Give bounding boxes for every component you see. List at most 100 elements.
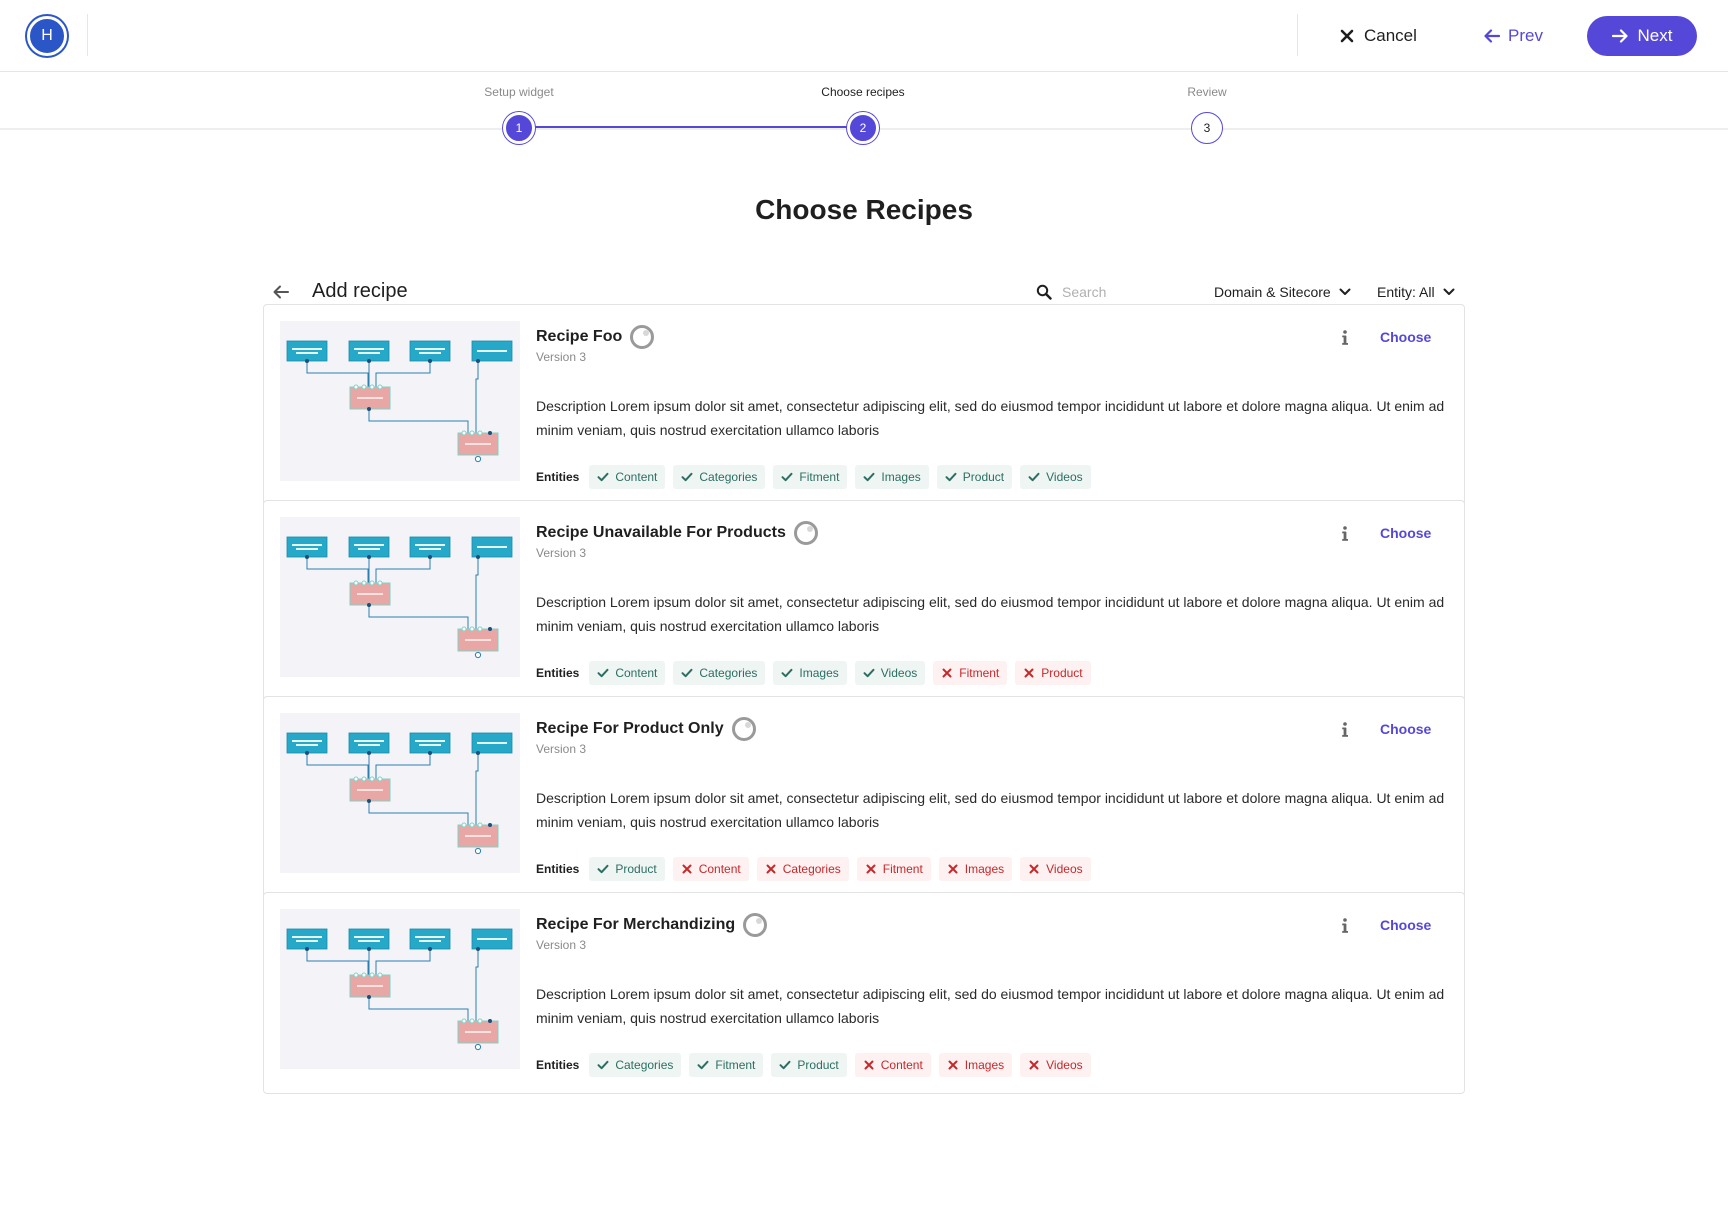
recipe-title-row: Recipe Unavailable For Products [536, 521, 818, 545]
domain-filter-value: Domain & Sitecore [1214, 284, 1331, 300]
entity-tag-label: Images [964, 862, 1005, 876]
loading-spinner-icon [743, 913, 768, 937]
entity-tag-unavailable: Content [854, 1053, 931, 1077]
entity-tag-label: Product [962, 470, 1005, 484]
check-icon [781, 472, 793, 482]
cancel-label: Cancel [1364, 26, 1417, 45]
check-icon [781, 668, 793, 678]
close-icon [1340, 29, 1354, 43]
recipe-description: Description Lorem ipsum dolor sit amet, … [536, 986, 1445, 1026]
entity-tag-label: Product [797, 1058, 839, 1072]
entity-tag-label: Images [799, 666, 839, 680]
entity-tag-unavailable: Videos [1020, 1053, 1091, 1077]
entities-label: Entities [536, 1058, 580, 1072]
entity-tag-available: Content [589, 465, 666, 489]
search-input[interactable] [1062, 284, 1182, 300]
entity-tag-label: Videos [880, 666, 918, 680]
step-number-badge: 3 [1191, 112, 1223, 144]
domain-filter-dropdown[interactable]: Domain & Sitecore [1214, 280, 1351, 304]
back-button[interactable] [270, 282, 292, 302]
entities-label: Entities [536, 862, 580, 876]
recipe-info-button[interactable] [1336, 915, 1354, 937]
recipe-version: Version 3 [536, 938, 587, 952]
recipe-card: Recipe Foo Version 3 Choose Description … [263, 304, 1465, 506]
choose-recipe-button[interactable]: Choose [1380, 329, 1432, 345]
progress-stepper: Setup widget 1 Choose recipes 2 Review 3 [0, 72, 1728, 144]
step-label: Choose recipes [821, 85, 905, 99]
entity-filter-dropdown[interactable]: Entity: All [1377, 280, 1455, 304]
recipe-title-row: Recipe Foo [536, 325, 655, 349]
entity-tag-available: Videos [1020, 465, 1091, 489]
step-label: Review [1187, 85, 1227, 99]
entity-tag-available: Categories [673, 465, 766, 489]
check-icon [597, 1060, 609, 1070]
info-icon [1342, 722, 1348, 737]
choose-recipe-button[interactable]: Choose [1380, 721, 1432, 737]
loading-spinner-icon [793, 521, 818, 545]
recipe-description: Description Lorem ipsum dolor sit amet, … [536, 594, 1445, 634]
recipe-card: Recipe For Product Only Version 3 Choose… [263, 696, 1465, 898]
recipe-diagram-image [280, 517, 520, 677]
loading-spinner-icon [731, 717, 756, 741]
stepper-line-pending [863, 126, 1207, 128]
prev-button[interactable]: Prev [1484, 18, 1543, 54]
arrow-right-icon [1611, 29, 1628, 43]
cross-icon [1029, 1060, 1039, 1070]
logo-letter: H [41, 27, 53, 44]
cancel-button[interactable]: Cancel [1340, 18, 1417, 54]
entities-label: Entities [536, 470, 580, 484]
entity-tag-unavailable: Categories [756, 857, 849, 881]
recipe-description: Description Lorem ipsum dolor sit amet, … [536, 790, 1445, 830]
entity-tag-available: Categories [673, 661, 766, 685]
entity-tag-label: Fitment [715, 1058, 756, 1072]
recipe-title-row: Recipe For Product Only [536, 717, 756, 741]
step-choose-recipes[interactable]: Choose recipes 2 [763, 72, 963, 144]
top-bar: H Cancel Prev Next [0, 0, 1728, 72]
entity-tag-label: Images [881, 470, 921, 484]
recipe-diagram-image [280, 909, 520, 1069]
recipe-info-button[interactable] [1336, 719, 1354, 741]
check-icon [597, 472, 609, 482]
step-label: Setup widget [484, 85, 554, 99]
check-icon [597, 864, 609, 874]
entity-tag-label: Videos [1046, 1058, 1083, 1072]
recipe-title: Recipe For Merchandizing [536, 916, 736, 933]
step-review[interactable]: Review 3 [1107, 72, 1307, 144]
recipe-version: Version 3 [536, 742, 587, 756]
entity-tag-label: Categories [782, 862, 841, 876]
search-box[interactable] [1036, 280, 1186, 304]
recipe-version: Version 3 [536, 350, 587, 364]
entity-tag-label: Product [615, 862, 657, 876]
search-icon [1036, 284, 1052, 300]
choose-recipe-button[interactable]: Choose [1380, 917, 1432, 933]
check-icon [681, 668, 693, 678]
check-icon [681, 472, 693, 482]
recipe-info-button[interactable] [1336, 327, 1354, 349]
cross-icon [864, 1060, 874, 1070]
recipe-diagram-thumbnail [280, 909, 520, 1069]
next-label: Next [1637, 26, 1673, 45]
check-icon [779, 1060, 791, 1070]
recipe-diagram-thumbnail [280, 517, 520, 677]
recipe-title-row: Recipe For Merchandizing [536, 913, 768, 937]
entity-tag-label: Product [1041, 666, 1083, 680]
cross-icon [948, 1060, 958, 1070]
check-icon [1028, 472, 1040, 482]
info-icon [1342, 330, 1348, 345]
divider [1297, 14, 1298, 56]
entity-tag-label: Categories [699, 470, 758, 484]
app-logo[interactable]: H [27, 16, 67, 56]
entity-tag-unavailable: Content [672, 857, 749, 881]
next-button[interactable]: Next [1587, 16, 1697, 56]
recipe-info-button[interactable] [1336, 523, 1354, 545]
entity-tag-available: Videos [854, 661, 926, 685]
divider [87, 14, 88, 56]
entity-tag-available: Content [589, 661, 666, 685]
step-setup-widget[interactable]: Setup widget 1 [419, 72, 619, 144]
choose-recipe-button[interactable]: Choose [1380, 525, 1432, 541]
page-title: Choose Recipes [755, 194, 973, 225]
cross-icon [766, 864, 776, 874]
entity-tag-available: Categories [589, 1053, 682, 1077]
